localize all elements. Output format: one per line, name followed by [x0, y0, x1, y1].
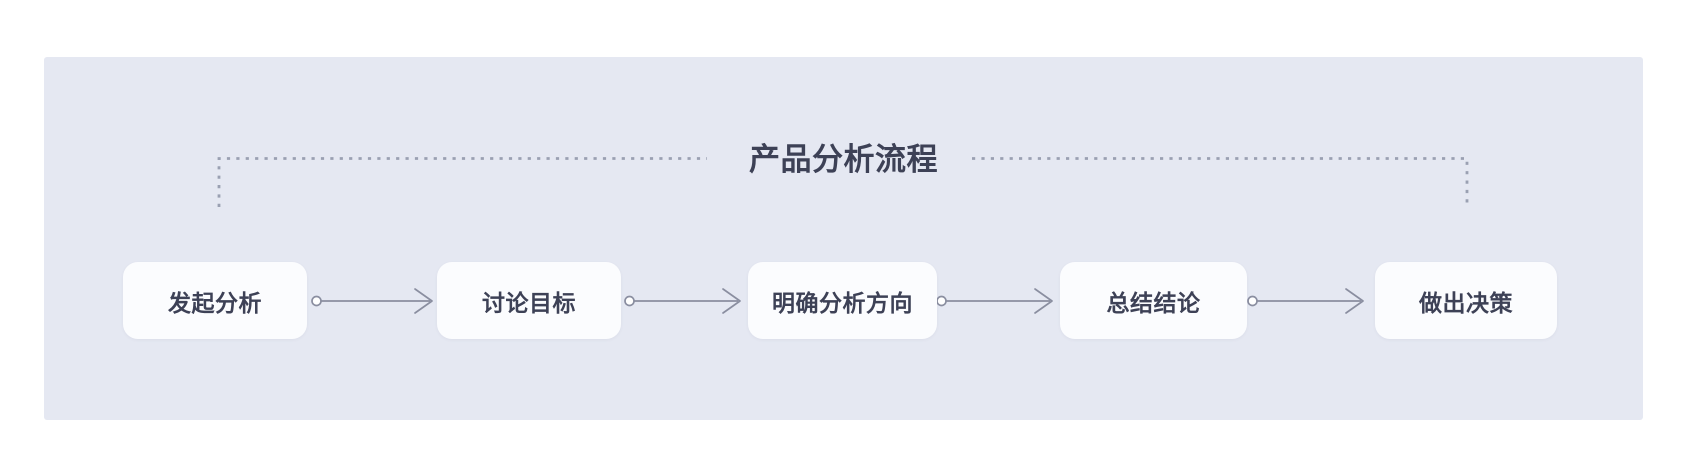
flow-arrow-4 — [1247, 288, 1364, 314]
flow-panel: 产品分析流程 发起分析 讨论目标 明确分析方向 总结结论 做出决策 — [44, 57, 1643, 420]
arrow-head-icon — [1034, 288, 1053, 314]
flow-arrow-2 — [624, 288, 741, 314]
arrow-head-icon — [1345, 288, 1364, 314]
flow-arrow-3 — [936, 288, 1053, 314]
flow-step-initiate-analysis: 发起分析 — [123, 262, 307, 339]
flow-step-clarify-direction: 明确分析方向 — [748, 262, 937, 339]
flow-step-discuss-goals: 讨论目标 — [437, 262, 621, 339]
arrow-tail-circle — [936, 295, 947, 307]
flow-step-summarize-conclusions: 总结结论 — [1060, 262, 1247, 339]
arrow-head-icon — [722, 288, 741, 314]
title-bracket-left — [217, 157, 707, 207]
arrow-tail-circle — [624, 295, 635, 307]
arrow-tail-circle — [1247, 295, 1258, 307]
flow-step-label: 总结结论 — [1106, 289, 1201, 316]
flow-step-label: 明确分析方向 — [772, 289, 913, 316]
flow-step-label: 做出决策 — [1419, 289, 1513, 316]
arrow-tail-circle — [311, 295, 322, 307]
flow-arrow-1 — [311, 288, 433, 314]
flow-step-label: 讨论目标 — [482, 289, 576, 316]
title-bracket-right — [972, 157, 1469, 207]
flow-step-make-decision: 做出决策 — [1375, 262, 1557, 339]
connectors-layer — [217, 157, 1469, 314]
flow-step-label: 发起分析 — [168, 289, 262, 316]
arrow-head-icon — [414, 288, 433, 314]
